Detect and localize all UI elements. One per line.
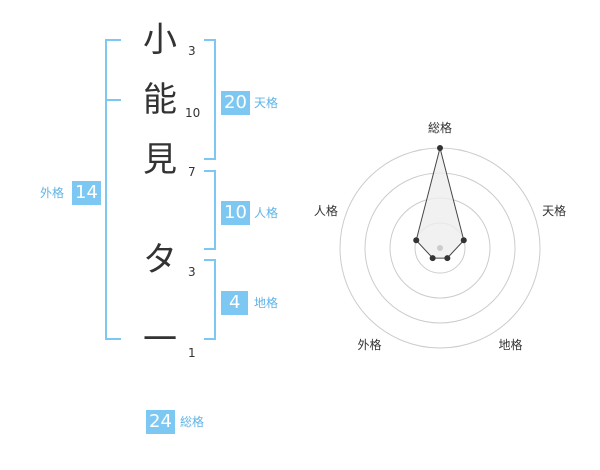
name-char-2: 能 — [143, 80, 177, 120]
radar-axis-label: 天格 — [542, 203, 566, 218]
gai-value-badge: 14 — [72, 181, 101, 205]
radar-axis-label: 人格 — [314, 203, 338, 218]
so-value-badge: 24 — [146, 410, 175, 434]
radar-point — [437, 145, 443, 151]
so-label: 総格 — [180, 415, 205, 429]
ten-label: 天格 — [254, 96, 279, 110]
stroke-count-4: 3 — [188, 265, 196, 279]
jin-bracket — [204, 170, 216, 250]
gai-label: 外格 — [40, 186, 65, 200]
gai-bracket — [105, 39, 121, 340]
stroke-count-5: 1 — [188, 346, 196, 360]
radar-point — [413, 237, 420, 244]
radar-polygon — [415, 147, 465, 259]
name-char-5: 一 — [143, 320, 177, 360]
name-char-3: 見 — [143, 140, 177, 180]
radar-axis-label: 地格 — [499, 337, 523, 352]
jin-label: 人格 — [254, 206, 279, 220]
jin-value-badge: 10 — [221, 201, 250, 225]
stroke-count-2: 10 — [185, 106, 201, 120]
radar-point — [460, 237, 467, 244]
stroke-count-3: 7 — [188, 165, 196, 179]
radar-center-dot — [437, 245, 443, 251]
name-char-4: タ — [143, 240, 177, 280]
radar-axis-label: 総格 — [428, 120, 452, 135]
chi-bracket — [204, 259, 216, 340]
chi-label: 地格 — [254, 296, 279, 310]
stroke-count-1: 3 — [188, 44, 196, 58]
radar-point — [429, 255, 436, 262]
radar-axis-label: 外格 — [357, 337, 381, 352]
name-char-1: 小 — [143, 20, 177, 60]
radar-point — [444, 255, 451, 262]
ten-value-badge: 20 — [221, 91, 250, 115]
gai-bracket-tick — [105, 99, 121, 101]
chi-value-badge: 4 — [221, 291, 249, 315]
ten-bracket — [204, 39, 216, 160]
